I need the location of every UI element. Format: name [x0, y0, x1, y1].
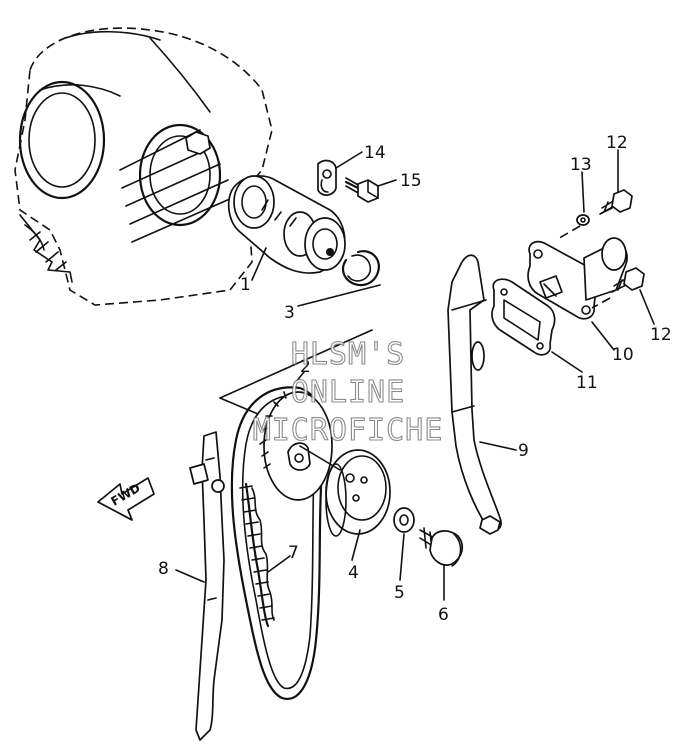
callout-4: 4 [348, 563, 359, 583]
watermark-line-2: ONLINE [291, 375, 405, 410]
cam-chain-guide-intake [189, 431, 225, 741]
watermark: HLSM'S ONLINE MICROFICHE [252, 336, 444, 448]
callout-9: 9 [518, 441, 529, 461]
watermark-line-1: HLSM'S [291, 337, 405, 372]
cam-chain-tensioner [527, 237, 628, 320]
bolt-12-upper [599, 189, 633, 215]
bolt-12-lower [591, 267, 645, 309]
callout-2: 2 [300, 357, 311, 377]
bolt-6 [419, 527, 464, 567]
callout-13: 13 [570, 155, 592, 175]
watermark-line-3: MICROFICHE [253, 413, 444, 448]
callout-12-lower: 12 [650, 325, 672, 345]
callout-12-upper: 12 [606, 133, 628, 153]
leader-lines [175, 149, 655, 601]
tensioner-gasket [491, 278, 556, 356]
callout-7: 7 [288, 543, 299, 563]
callout-15: 15 [400, 171, 422, 191]
callout-1: 1 [240, 275, 251, 295]
washer-5 [393, 507, 415, 533]
cam-sprocket [230, 386, 333, 700]
cam-sprocket-plate [299, 445, 391, 537]
callout-14: 14 [364, 143, 386, 163]
callout-6: 6 [438, 605, 449, 625]
bolt-15 [344, 177, 379, 203]
washer-13 [555, 214, 590, 241]
callout-5: 5 [394, 583, 405, 603]
group-bracket [219, 329, 373, 415]
circlip [341, 250, 380, 287]
callout-labels: 1 2 3 4 5 6 7 8 9 10 11 12 12 13 14 15 [158, 133, 672, 625]
callout-8: 8 [158, 559, 169, 579]
callout-3: 3 [284, 303, 295, 323]
forward-arrow-icon: FWD [97, 477, 155, 521]
callout-11: 11 [576, 373, 598, 393]
cam-chain [239, 482, 275, 628]
callout-10: 10 [612, 345, 634, 365]
cylinder-head-outline [14, 27, 273, 306]
cam-chain-guide-exhaust [447, 254, 502, 535]
stopper-plate [317, 159, 337, 196]
camshaft [227, 175, 346, 274]
